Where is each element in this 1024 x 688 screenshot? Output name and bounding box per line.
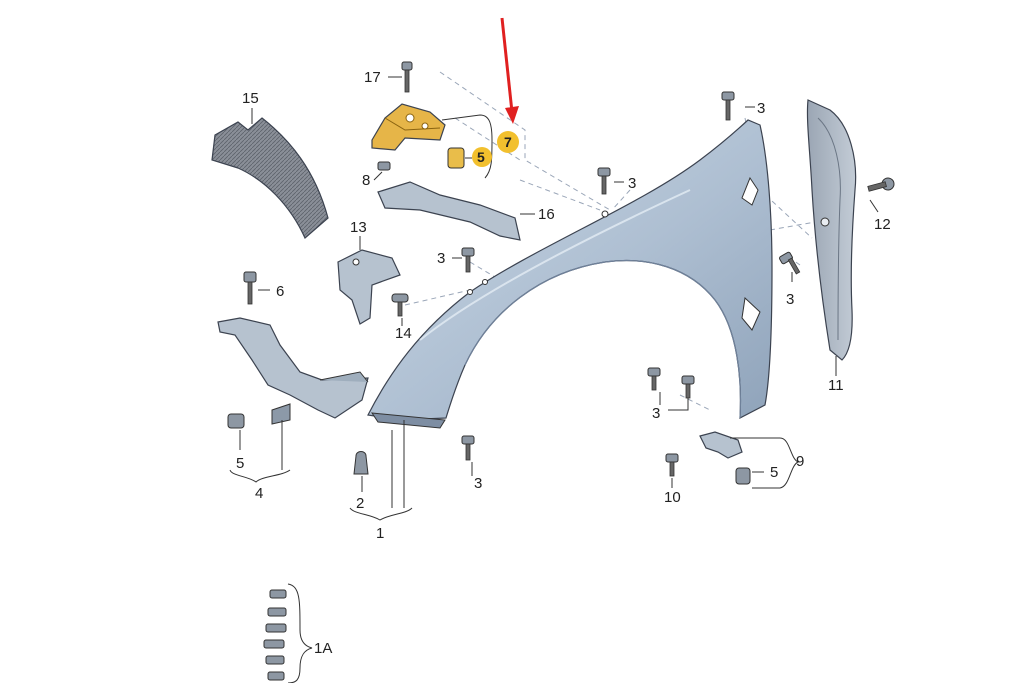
bolt-3-top <box>721 91 735 121</box>
callout-3c: 3 <box>437 250 445 267</box>
bracket-16 <box>377 181 521 241</box>
callout-11: 11 <box>828 377 844 394</box>
bolt-3-mid <box>597 167 611 195</box>
callout-5b: 5 <box>236 455 244 472</box>
callout-3d: 3 <box>786 291 794 308</box>
upper-bracket <box>371 103 446 151</box>
callout-7: 7 <box>504 134 512 150</box>
leader-lines <box>229 76 879 684</box>
callout-1: 1 <box>376 525 384 542</box>
bolt-set-1a <box>263 589 287 681</box>
clip-5-top <box>447 147 465 169</box>
liner-panel <box>806 99 857 361</box>
bracket-9 <box>699 431 743 459</box>
callout-4: 4 <box>255 485 263 502</box>
callout-3b: 3 <box>628 175 636 192</box>
bolt-3-lower <box>647 367 695 399</box>
callout-14: 14 <box>395 325 412 342</box>
callout-1a: 1A <box>314 640 332 657</box>
bolt-6 <box>243 271 257 305</box>
insulation-piece <box>211 117 329 239</box>
callout-3a: 3 <box>757 100 765 117</box>
bolt-3-bottom <box>461 435 475 461</box>
bolt-3-left <box>461 247 475 273</box>
clip-5-right <box>735 467 751 485</box>
bolt-12 <box>867 177 895 192</box>
bolts <box>227 61 895 681</box>
callout-6: 6 <box>276 283 284 300</box>
callout-15: 15 <box>242 90 259 107</box>
bolt-17 <box>401 61 413 93</box>
callout-12: 12 <box>874 216 891 233</box>
callout-17: 17 <box>364 69 381 86</box>
callout-16: 16 <box>538 206 555 223</box>
callout-labels: 17 15 3 7 5 8 3 16 12 13 3 6 3 14 11 3 9… <box>236 69 891 657</box>
clip-2 <box>353 451 369 475</box>
callout-3f: 3 <box>474 475 482 492</box>
highlight-5 <box>472 147 492 167</box>
bolt-10 <box>665 453 679 477</box>
bracket-13 <box>337 249 401 325</box>
red-arrow <box>500 17 519 124</box>
callout-2: 2 <box>356 495 364 512</box>
callout-13: 13 <box>350 219 367 236</box>
callout-5a: 5 <box>477 149 485 165</box>
bolt-14 <box>391 293 409 317</box>
callout-5c: 5 <box>770 464 778 481</box>
callout-10: 10 <box>664 489 681 506</box>
highlights <box>472 131 519 167</box>
highlight-7 <box>497 131 519 153</box>
clip-5-left <box>227 413 245 429</box>
bolt-3-right <box>779 251 801 275</box>
callout-9: 9 <box>796 453 804 470</box>
bolt-8 <box>377 161 391 171</box>
bracket-4 <box>217 317 369 425</box>
fender-panel <box>367 119 773 429</box>
callout-3e: 3 <box>652 405 660 422</box>
callout-8: 8 <box>362 172 370 189</box>
